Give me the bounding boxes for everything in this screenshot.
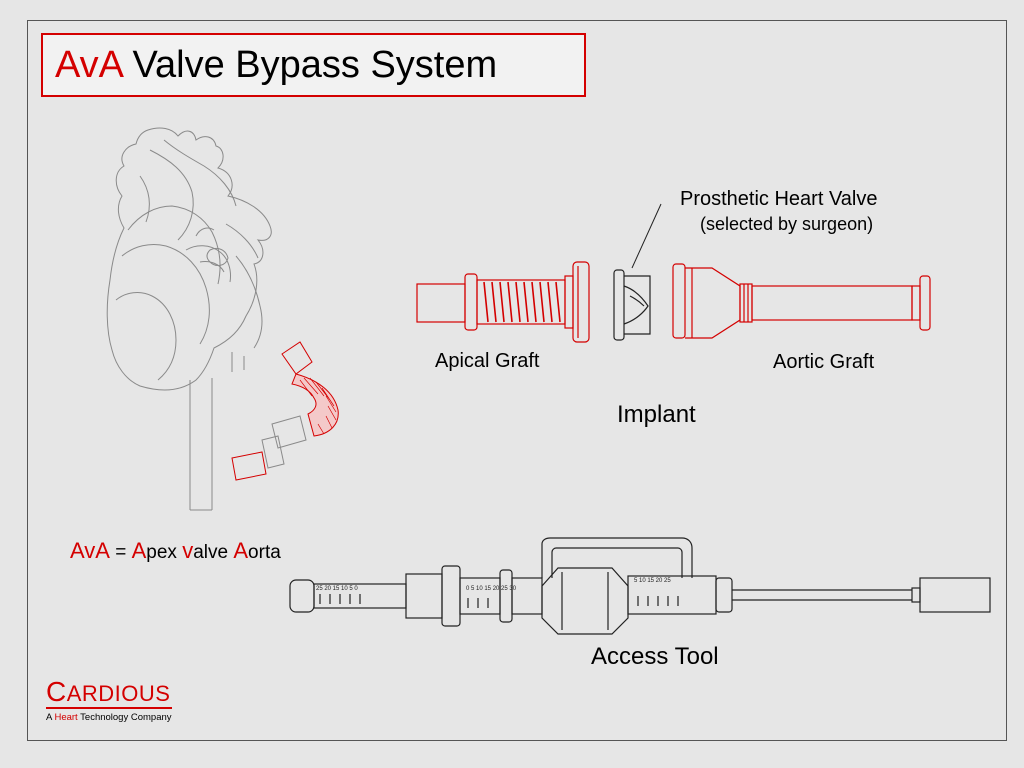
acronym-orta: orta [248, 542, 281, 563]
acronym-a2: A [233, 538, 249, 563]
title-rest: Valve Bypass System [121, 44, 498, 86]
acronym-alve: alve [193, 542, 234, 563]
heart-illustration [106, 127, 272, 511]
acronym-definition: AvA = Apex valve Aorta [70, 538, 281, 564]
implanted-conduit [231, 341, 339, 481]
selected-by-label: (selected by surgeon) [700, 214, 874, 234]
logo-name: CARDIOUS [46, 676, 172, 709]
slide-frame [27, 20, 1007, 741]
acronym-ava: AvA [70, 538, 110, 563]
aortic-graft-label: Aortic Graft [773, 351, 875, 373]
acronym-a1: A [131, 538, 147, 563]
access-tool-label: Access Tool [591, 643, 719, 670]
aortic-graft-drawing [672, 263, 931, 339]
title-box: AvA Valve Bypass System [41, 33, 586, 97]
prosthetic-valve-drawing [613, 203, 662, 341]
implant-label: Implant [617, 401, 696, 428]
prosthetic-valve-label: Prosthetic Heart Valve [680, 188, 878, 210]
scale-left: 25 20 15 10 5 0 [316, 586, 358, 592]
apical-graft-label: Apical Graft [435, 350, 540, 372]
access-tool-scales: 25 20 15 10 5 0 0 5 10 15 20 25 30 5 10 … [316, 578, 671, 592]
scale-middle: 0 5 10 15 20 25 30 [466, 586, 517, 592]
logo-tagline: A Heart Technology Company [46, 712, 172, 723]
acronym-equals: = [109, 542, 132, 563]
scale-right: 5 10 15 20 25 [634, 578, 671, 584]
page-title: AvA Valve Bypass System [55, 43, 497, 87]
title-prefix: AvA [55, 44, 122, 86]
cardious-logo: CARDIOUS A Heart Technology Company [46, 676, 172, 723]
apical-graft-drawing [416, 261, 590, 343]
acronym-v: v [182, 538, 194, 563]
access-tool-drawing [289, 537, 991, 635]
acronym-pex: pex [146, 542, 183, 563]
